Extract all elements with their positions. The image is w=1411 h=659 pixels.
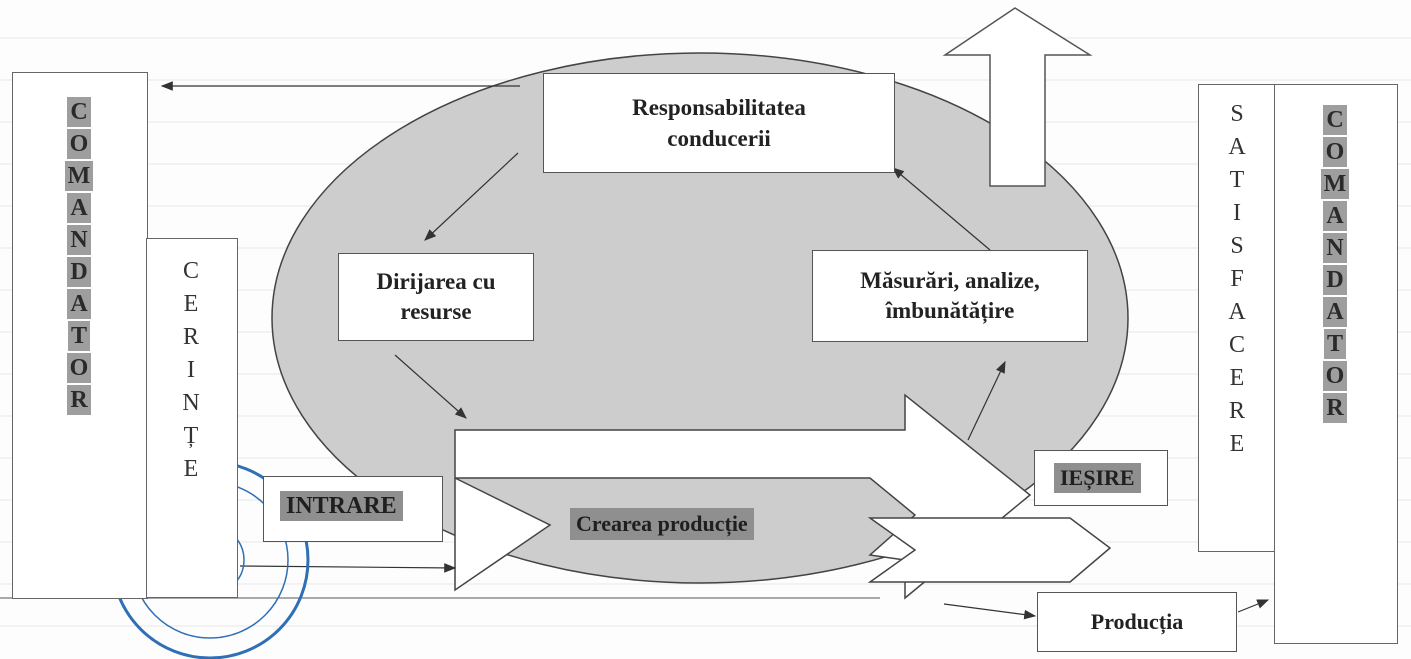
letter: E	[1229, 365, 1245, 391]
letter: A	[67, 289, 91, 319]
letter: I	[187, 357, 195, 383]
letter: Ț	[183, 423, 199, 449]
letter: E	[183, 456, 199, 482]
letter: O	[66, 129, 92, 159]
letter: A	[1228, 299, 1246, 325]
letter: C	[67, 97, 91, 127]
letter: A	[1323, 297, 1347, 327]
letter: O	[66, 353, 92, 383]
satisfaction-column	[1198, 84, 1276, 552]
letter: C	[182, 258, 199, 284]
letter: R	[182, 324, 199, 350]
arrow-resp-to-resources	[424, 152, 519, 241]
client-left-letters: C O M A N D A T O R	[62, 96, 96, 416]
arrow-resources-to-creation	[394, 354, 467, 419]
arrow-production-to-client	[1237, 599, 1270, 613]
letter: E	[1229, 431, 1245, 457]
resource-management-box: Dirijarea cu resurse	[338, 253, 534, 341]
letter: O	[1322, 361, 1348, 391]
letter: A	[67, 193, 91, 223]
arrow-creation-to-measure	[967, 360, 1006, 441]
client-right-letters: C O M A N D A T O R	[1318, 104, 1352, 424]
output-label: IEȘIRE	[1054, 463, 1141, 493]
input-label: INTRARE	[280, 491, 403, 521]
letter: T	[1323, 329, 1346, 359]
production-creation-label: Crearea producție	[570, 508, 754, 540]
letter: T	[67, 321, 90, 351]
letter: M	[64, 161, 94, 191]
letter: F	[1230, 266, 1244, 292]
measurement-analysis-box: Măsurări, analize, îmbunătățire	[812, 250, 1088, 342]
production-flow-arrow	[454, 393, 1032, 600]
management-responsibility-box: Responsabilitatea conducerii	[543, 73, 895, 173]
arrow-measure-to-resp	[892, 167, 991, 251]
letter: N	[67, 225, 91, 255]
requirements-column	[146, 238, 238, 598]
letter: N	[1323, 233, 1347, 263]
letter: S	[1230, 101, 1244, 127]
letter: A	[1228, 134, 1246, 160]
satisfaction-letters: S A T I S F A C E R E	[1222, 98, 1252, 461]
letter: T	[1229, 167, 1245, 193]
letter: O	[1322, 137, 1348, 167]
letter: R	[1323, 393, 1347, 423]
letter: I	[1233, 200, 1241, 226]
letter: D	[67, 257, 91, 287]
letter: R	[67, 385, 91, 415]
product-box: Producția	[1037, 592, 1237, 652]
letter: N	[182, 390, 200, 416]
letter: M	[1320, 169, 1350, 199]
letter: C	[1228, 332, 1245, 358]
arrow-requirements-to-creation	[239, 563, 457, 573]
letter: S	[1230, 233, 1244, 259]
letter: E	[183, 291, 199, 317]
letter: D	[1323, 265, 1347, 295]
letter: R	[1228, 398, 1245, 424]
letter: C	[1323, 105, 1347, 135]
requirements-letters: C E R I N Ț E	[176, 255, 206, 486]
output-chevron	[867, 517, 1112, 583]
letter: A	[1323, 201, 1347, 231]
arrow-to-production	[943, 603, 1037, 620]
improvement-up-arrow	[942, 7, 1093, 187]
